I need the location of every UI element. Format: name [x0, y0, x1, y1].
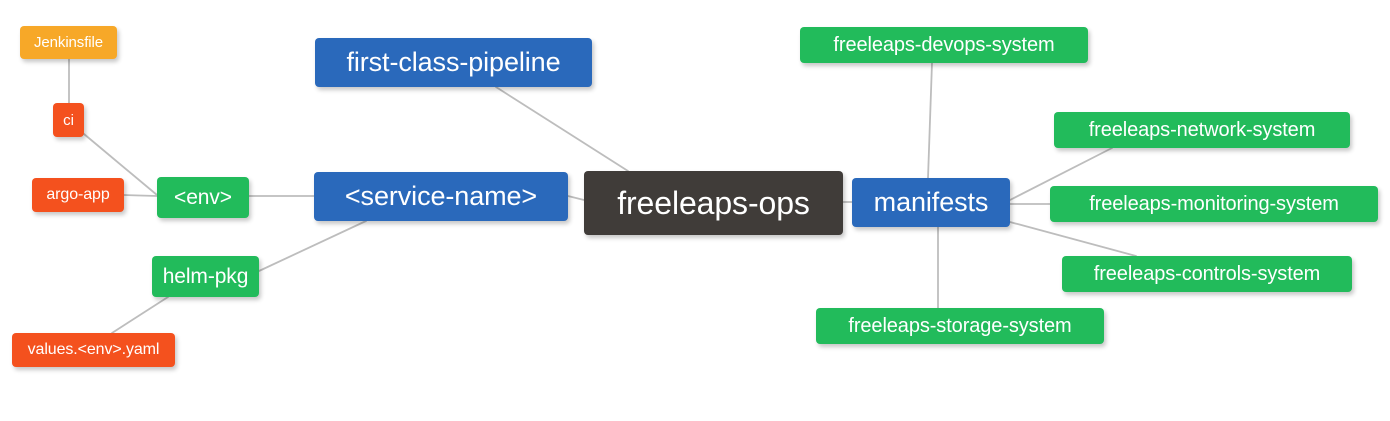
node-label-env: <env> [174, 186, 232, 209]
node-ci[interactable]: ci [53, 103, 84, 137]
node-values-yaml[interactable]: values.<env>.yaml [12, 333, 175, 367]
node-jenkinsfile[interactable]: Jenkinsfile [20, 26, 117, 59]
node-helm-pkg[interactable]: helm-pkg [152, 256, 259, 297]
node-service-name[interactable]: <service-name> [314, 172, 568, 221]
node-manifests[interactable]: manifests [852, 178, 1010, 227]
node-freeleaps-network-system[interactable]: freeleaps-network-system [1054, 112, 1350, 148]
node-env[interactable]: <env> [157, 177, 249, 218]
node-freeleaps-storage-system[interactable]: freeleaps-storage-system [816, 308, 1104, 344]
node-label-first-class-pipeline: first-class-pipeline [346, 47, 561, 77]
node-freeleaps-monitoring-system[interactable]: freeleaps-monitoring-system [1050, 186, 1378, 222]
node-label-manifests: manifests [873, 187, 989, 217]
edge-argo-app-to-env [123, 194, 158, 197]
edge-manifests-to-freeleaps-devops-system [927, 62, 933, 179]
node-label-service-name: <service-name> [344, 181, 538, 211]
node-label-freeleaps-devops-system: freeleaps-devops-system [833, 34, 1055, 56]
node-label-freeleaps-controls-system: freeleaps-controls-system [1093, 263, 1321, 285]
node-freeleaps-devops-system[interactable]: freeleaps-devops-system [800, 27, 1088, 63]
edge-service-name-to-freeleaps-ops [567, 195, 585, 201]
node-freeleaps-ops[interactable]: freeleaps-ops [584, 171, 843, 235]
node-label-freeleaps-network-system: freeleaps-network-system [1088, 119, 1316, 141]
node-label-freeleaps-monitoring-system: freeleaps-monitoring-system [1089, 193, 1339, 215]
edge-manifests-to-freeleaps-controls-system [1009, 221, 1137, 257]
edge-helm-pkg-to-values-yaml [111, 296, 169, 334]
node-label-values-yaml: values.<env>.yaml [27, 341, 160, 358]
node-first-class-pipeline[interactable]: first-class-pipeline [315, 38, 592, 87]
edge-first-class-pipeline-to-freeleaps-ops [495, 86, 629, 172]
node-freeleaps-controls-system[interactable]: freeleaps-controls-system [1062, 256, 1352, 292]
node-label-freeleaps-ops: freeleaps-ops [617, 185, 810, 221]
node-argo-app[interactable]: argo-app [32, 178, 124, 212]
node-label-argo-app: argo-app [46, 186, 110, 203]
node-label-jenkinsfile: Jenkinsfile [34, 34, 103, 51]
node-label-ci: ci [63, 111, 74, 129]
node-label-freeleaps-storage-system: freeleaps-storage-system [848, 315, 1072, 337]
edge-service-name-to-helm-pkg [258, 220, 367, 272]
node-label-helm-pkg: helm-pkg [162, 265, 249, 288]
